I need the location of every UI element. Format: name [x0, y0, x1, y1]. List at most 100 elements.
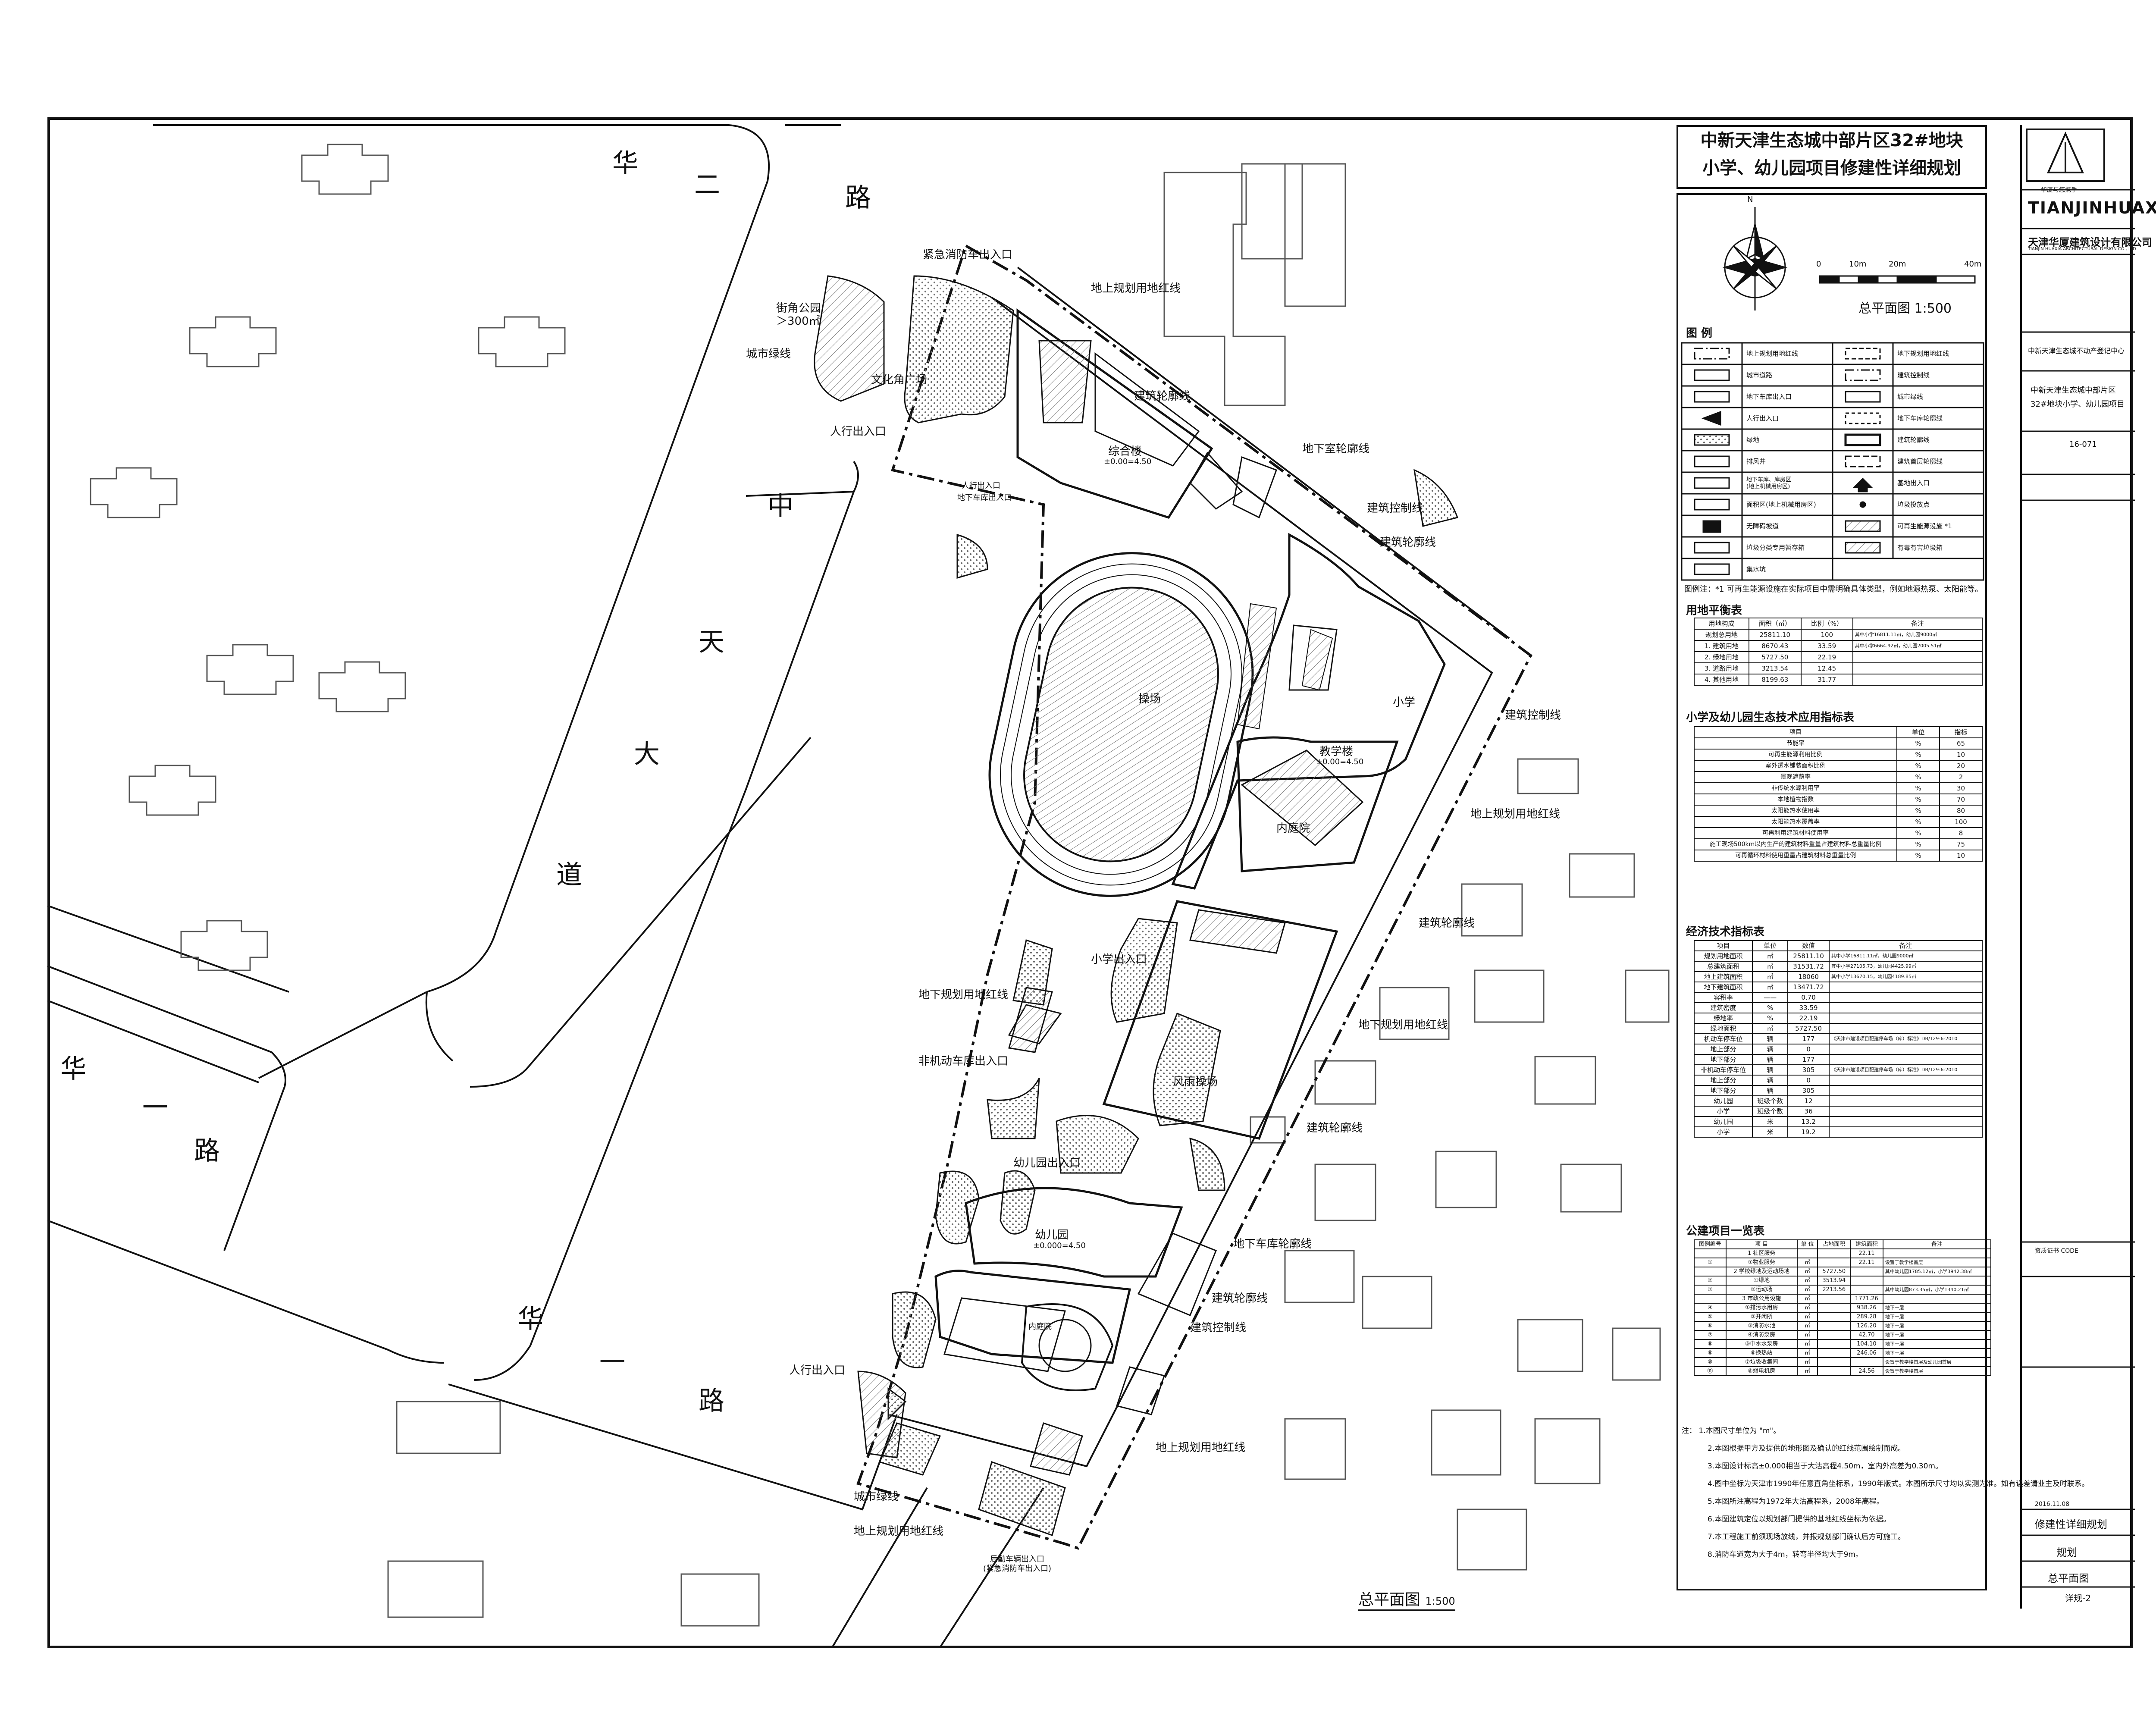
eco-cell-7-1: % — [1896, 816, 1940, 828]
company-logo — [2026, 129, 2105, 182]
scale-tick-20: 20m — [1889, 260, 1906, 269]
econ-cell-13-2: 305 — [1787, 1085, 1830, 1096]
public-cell-7-2: ㎡ — [1796, 1312, 1818, 1322]
econ-cell-14-3 — [1828, 1095, 1983, 1107]
public-cell-1-4: 22.11 — [1850, 1258, 1883, 1267]
eco-cell-6-1: % — [1896, 805, 1940, 817]
road-hua-er-2: 二 — [694, 170, 720, 200]
econ-cell-4-3 — [1828, 992, 1983, 1003]
public-cell-13-2: ㎡ — [1796, 1366, 1818, 1376]
econ-cell-11-1: 辆 — [1752, 1064, 1789, 1076]
eco-table-title: 小学及幼儿园生态技术应用指标表 — [1686, 711, 1855, 724]
public-cell-10-3 — [1817, 1339, 1851, 1349]
label-school: 小学 — [1393, 696, 1416, 709]
label-building-outline-4: 建筑轮廓线 — [1307, 1122, 1363, 1135]
table-row: 本地植物指数%70 — [1694, 794, 1983, 806]
public-cell-4-2: ㎡ — [1796, 1285, 1818, 1295]
info-panel — [1677, 193, 1987, 1590]
public-cell-7-5: 地下一层 — [1882, 1312, 1992, 1322]
public-cell-6-1: ①排污水用房 — [1725, 1303, 1798, 1313]
econ-cell-15-2: 36 — [1787, 1106, 1830, 1117]
econ-cell-15-0: 小学 — [1693, 1106, 1753, 1117]
eco-cell-10-0: 可再循环材料使用重量占建筑材料总重量比例 — [1694, 850, 1897, 862]
legend-item-0-1: 地下规划用地红线 — [1897, 350, 1949, 358]
legend-item-1-0: 城市道路 — [1746, 371, 1773, 379]
eco-cell-4-0: 非传统水源利用率 — [1694, 782, 1897, 794]
plan-bottom-title: 总平面图 1:500 — [1358, 1587, 1455, 1611]
public-cell-7-0: ⑤ — [1694, 1312, 1727, 1322]
legend-item-9-1: 有毒有害垃圾箱 — [1897, 544, 1943, 552]
eco-cell-8-1: % — [1896, 827, 1940, 839]
tb-date: 2016.11.08 — [2035, 1501, 2070, 1508]
econ-cell-3-3 — [1828, 982, 1983, 993]
public-cell-13-0: ⑪ — [1694, 1366, 1727, 1376]
land-cell-0-2: 100 — [1800, 629, 1853, 641]
legend-symbols — [1694, 348, 1881, 575]
public-cell-3-1: ①绿地 — [1725, 1276, 1798, 1286]
econ-cell-17-1: 米 — [1752, 1126, 1789, 1138]
eco-cell-9-0: 施工现场500km以内生产的建筑材料重量占建筑材料总重量比例 — [1694, 838, 1897, 850]
public-header-5: 备注 — [1882, 1239, 1992, 1249]
eco-cell-6-2: 80 — [1939, 805, 1983, 817]
label-city-green-bottom: 城市绿线 — [854, 1490, 899, 1503]
label-bike-entry: 非机动车库出入口 — [918, 1055, 1009, 1068]
public-cell-2-1: 2 学校绿地及运动场地 — [1725, 1267, 1798, 1276]
public-cell-7-3 — [1817, 1312, 1851, 1322]
rain-playground — [1102, 900, 1338, 1140]
public-cell-9-3 — [1817, 1330, 1851, 1340]
eco-cell-5-0: 本地植物指数 — [1694, 794, 1897, 806]
road-hua-er-1: 华 — [612, 148, 638, 179]
legend-item-7-1: 垃圾投放点 — [1897, 501, 1930, 508]
econ-cell-16-3 — [1828, 1116, 1983, 1127]
label-culture-square: 文化角广场 — [871, 373, 928, 386]
scale-tick-0: 0 — [1816, 260, 1821, 269]
north-arrow — [1722, 207, 1788, 310]
econ-cell-3-2: 13471.72 — [1787, 982, 1830, 993]
tb-drawing-name: 总平面图 — [2048, 1572, 2089, 1584]
legend-note: 图例注：*1 可再生能源设施在实际项目中需明确具体类型，例如地源热泵、太阳能等。 — [1684, 585, 1983, 594]
eco-cell-4-1: % — [1896, 782, 1940, 794]
public-cell-13-1: ⑧弱电机房 — [1725, 1366, 1798, 1376]
table-row: 太阳能热水覆盖率%100 — [1694, 816, 1983, 828]
public-cell-3-3: 3513.94 — [1817, 1276, 1851, 1286]
econ-cell-1-1: ㎡ — [1752, 961, 1789, 972]
eco-cell-2-1: % — [1896, 760, 1940, 772]
eco-cell-9-2: 75 — [1939, 838, 1983, 850]
label-building-outline-5: 建筑轮廓线 — [1212, 1292, 1268, 1305]
tb-drawing-no: 详规-2 — [2065, 1593, 2091, 1603]
label-teaching-building: 教学楼 — [1319, 745, 1354, 758]
public-cell-10-2: ㎡ — [1796, 1339, 1818, 1349]
land-cell-2-1: 5727.50 — [1748, 651, 1802, 663]
land-cell-3-0: 3. 道路用地 — [1694, 662, 1749, 674]
econ-cell-5-1: % — [1752, 1002, 1789, 1013]
label-redline-bottom-2: 地上规划用地红线 — [854, 1525, 944, 1538]
legend-item-7-0: 面积区(地上机械用房区) — [1746, 501, 1816, 508]
label-redline-top: 地上规划用地红线 — [1091, 282, 1181, 295]
road-hua-yi-left-3: 路 — [194, 1136, 220, 1166]
public-cell-10-1: ⑤中水水泵房 — [1725, 1339, 1798, 1349]
econ-cell-1-3: 其中小学27105.73，幼儿园4425.99㎡ — [1828, 961, 1983, 972]
public-cell-12-0: ⑩ — [1694, 1357, 1727, 1367]
eco-cell-3-2: 2 — [1939, 771, 1983, 783]
road-hua-yi-bottom-3: 路 — [699, 1386, 724, 1416]
land-cell-3-1: 3213.54 — [1748, 662, 1802, 674]
econ-header-1: 单位 — [1752, 940, 1789, 951]
public-cell-9-2: ㎡ — [1796, 1330, 1818, 1340]
land-cell-3-3 — [1852, 662, 1983, 674]
public-cell-0-3 — [1817, 1248, 1851, 1258]
econ-cell-5-0: 建筑密度 — [1693, 1002, 1753, 1013]
label-ped-entry-bottom: 人行出入口 — [789, 1364, 846, 1377]
econ-cell-2-3: 其中小学13670.15，幼儿园4189.85㎡ — [1828, 971, 1983, 982]
econ-cell-10-3 — [1828, 1054, 1983, 1065]
econ-cell-13-3 — [1828, 1085, 1983, 1096]
econ-cell-0-2: 25811.10 — [1787, 950, 1830, 962]
